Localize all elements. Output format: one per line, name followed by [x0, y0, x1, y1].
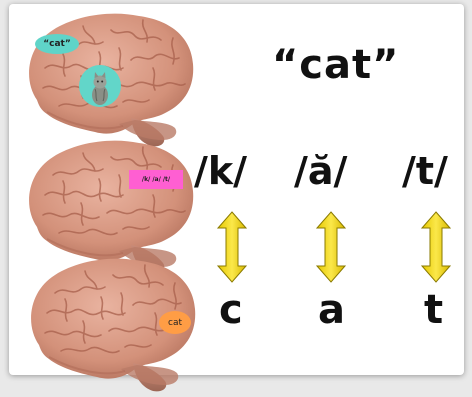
double-arrow-icon [421, 211, 451, 283]
orthography-tag: cat [159, 311, 191, 334]
phoneme-k: /k/ [194, 149, 248, 193]
double-arrow-icon [217, 211, 247, 283]
slide: “cat” /k/ /a/ /t/ cat “cat” /k/ /ă/ /t/ … [9, 4, 464, 393]
letter-c: c [219, 287, 243, 333]
phonology-tag: /k/ /a/ /t/ [129, 170, 183, 189]
spoken-word: “cat” [272, 42, 400, 88]
letter-a: a [318, 287, 345, 333]
letter-t: t [424, 287, 444, 333]
phoneme-t: /t/ [402, 149, 448, 193]
double-arrow-icon [316, 211, 346, 283]
meaning-tag: “cat” [35, 34, 79, 54]
phoneme-a: /ă/ [294, 149, 348, 193]
cat-photo-icon [79, 65, 121, 107]
